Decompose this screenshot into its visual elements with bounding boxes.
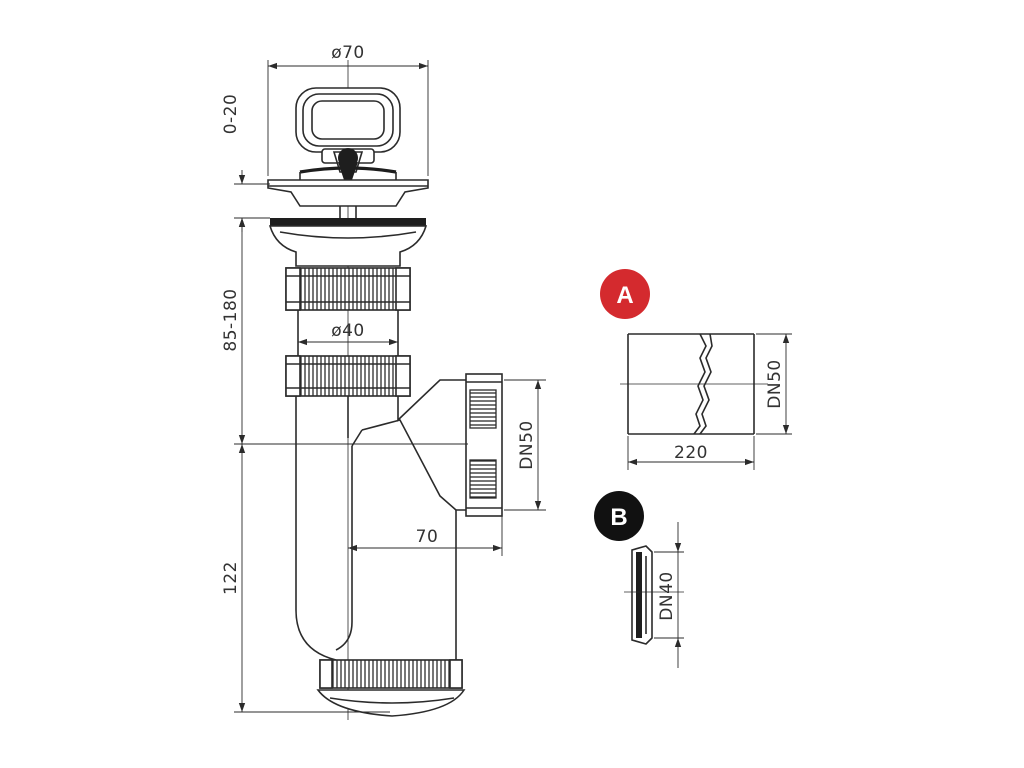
dimension-labels: ø70 0-20 85-180 122 ø40 70 DN50	[221, 43, 537, 595]
upper-nut	[285, 267, 411, 311]
label-inner-diameter: ø40	[331, 321, 365, 341]
label-height-range: 85-180	[221, 288, 241, 351]
badge-a-circle	[600, 269, 650, 319]
label-trap-height: 122	[221, 561, 241, 595]
badge-b-letter: B	[610, 504, 627, 531]
detail-a-length: 220	[674, 443, 708, 463]
detail-a: A 220 DN50	[600, 269, 792, 470]
badge-a: A	[600, 269, 650, 319]
detail-b-dimensions: DN40	[654, 522, 684, 668]
strainer-plug	[267, 166, 429, 207]
pipe-section	[620, 333, 768, 435]
detail-a-size: DN50	[765, 359, 785, 408]
badge-a-letter: A	[616, 282, 633, 309]
middle-nut	[285, 355, 411, 397]
bottom-cap	[316, 659, 466, 717]
detail-a-dimensions: 220 DN50	[627, 333, 792, 470]
detail-b-size: DN40	[657, 571, 677, 620]
sink-flange	[268, 218, 428, 267]
dimension-lines	[234, 60, 546, 713]
badge-b: B	[594, 491, 644, 541]
overflow-cap	[295, 87, 401, 180]
trap-body	[295, 373, 503, 661]
detail-b: B DN40	[594, 491, 684, 668]
label-top-diameter: ø70	[331, 43, 365, 63]
label-height-adjust: 0-20	[221, 94, 241, 135]
label-outlet-offset: 70	[416, 527, 439, 547]
siphon-body	[267, 60, 503, 720]
label-outlet-size: DN50	[517, 420, 537, 469]
badge-b-circle	[594, 491, 644, 541]
reducer-seal	[624, 545, 684, 645]
tail-pipe	[297, 310, 399, 356]
